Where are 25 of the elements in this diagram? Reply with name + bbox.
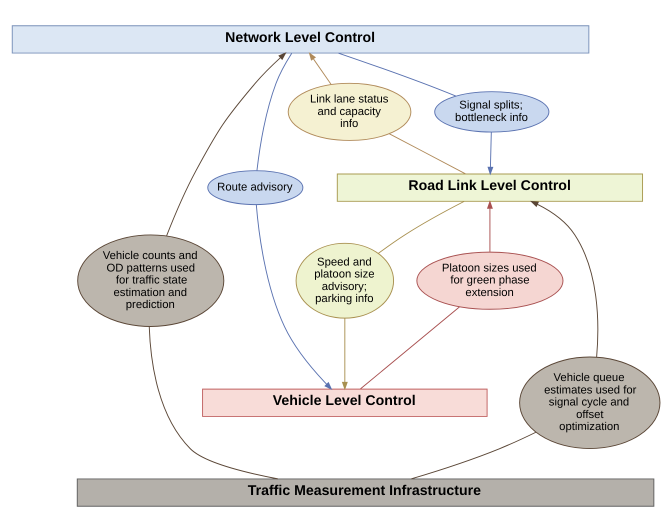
node-ellipse: Signal splits; bottleneck info	[434, 90, 550, 132]
node-ellipse: Link lane status and capacity info	[288, 82, 412, 140]
connector	[378, 200, 465, 254]
arrow	[530, 200, 598, 357]
node-ellipse: Vehicle queue estimates used for signal cycle and offset optimization	[519, 356, 660, 449]
arrow	[487, 131, 494, 175]
connector	[410, 431, 536, 479]
arrow	[342, 317, 348, 390]
connector	[388, 132, 466, 174]
node-box: Vehicle Level Control	[202, 388, 488, 416]
arrow	[486, 200, 493, 252]
node-ellipse: Vehicle counts and OD patterns used for traffic state estimation and prediction	[77, 234, 224, 326]
node-ellipse: Speed and platoon size advisory; parking info	[296, 242, 394, 318]
connector	[338, 52, 456, 96]
node-ellipse: Route advisory	[207, 170, 304, 205]
node-box: Road Link Level Control	[336, 173, 644, 202]
connector	[148, 326, 278, 479]
node-box: Network Level Control	[12, 24, 590, 54]
arrow	[256, 204, 332, 390]
node-box: Traffic Measurement Infrastructure	[76, 478, 654, 506]
arrow	[166, 52, 287, 236]
connector	[256, 52, 292, 170]
node-ellipse: Platoon sizes used for green phase extension	[416, 251, 564, 310]
arrow	[308, 52, 332, 84]
connector	[360, 306, 460, 389]
